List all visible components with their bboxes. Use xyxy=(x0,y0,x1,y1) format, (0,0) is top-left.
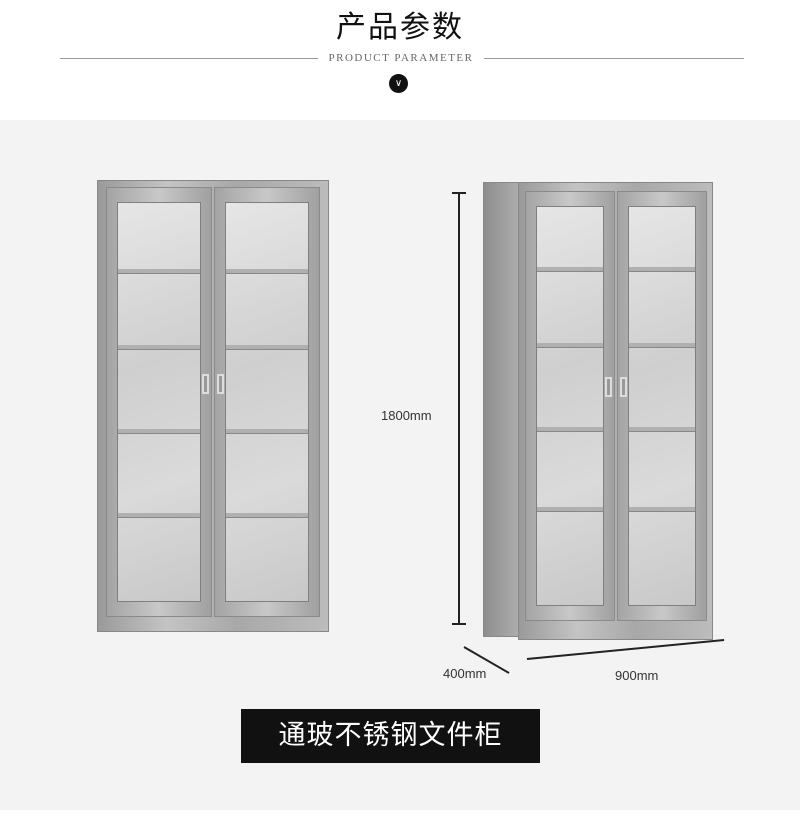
door-handle xyxy=(217,374,224,394)
width-label: 900mm xyxy=(615,668,659,683)
cabinet-side-panel xyxy=(483,182,523,637)
dimension-tick xyxy=(452,623,466,625)
height-label: 1800mm xyxy=(381,408,432,423)
glass-panel xyxy=(117,202,201,602)
height-dimension-line xyxy=(458,192,460,625)
divider-right xyxy=(484,58,744,59)
door-handle xyxy=(620,377,627,397)
glass-panel xyxy=(628,206,696,606)
section-title: 产品参数 xyxy=(336,10,464,45)
depth-label: 400mm xyxy=(443,666,487,681)
door-handle xyxy=(202,374,209,394)
divider-left xyxy=(60,58,318,59)
cabinet-door-left xyxy=(525,191,615,621)
section-subtitle: PRODUCT PARAMETER xyxy=(328,52,474,64)
product-name-banner: 通玻不锈钢文件柜 xyxy=(241,709,540,763)
glass-panel xyxy=(225,202,309,602)
door-handle xyxy=(605,377,612,397)
cabinet-door-right xyxy=(214,187,320,617)
glass-panel xyxy=(536,206,604,606)
width-dimension-line xyxy=(526,639,725,660)
cabinet-door-left xyxy=(106,187,212,617)
chevron-down-icon: ∨ xyxy=(389,74,408,93)
cabinet-angled-view xyxy=(518,182,713,640)
dimension-tick xyxy=(452,192,466,194)
cabinet-door-right xyxy=(617,191,707,621)
cabinet-front-view xyxy=(97,180,329,632)
product-photo: 1800mm 400mm 900mm xyxy=(0,120,800,810)
